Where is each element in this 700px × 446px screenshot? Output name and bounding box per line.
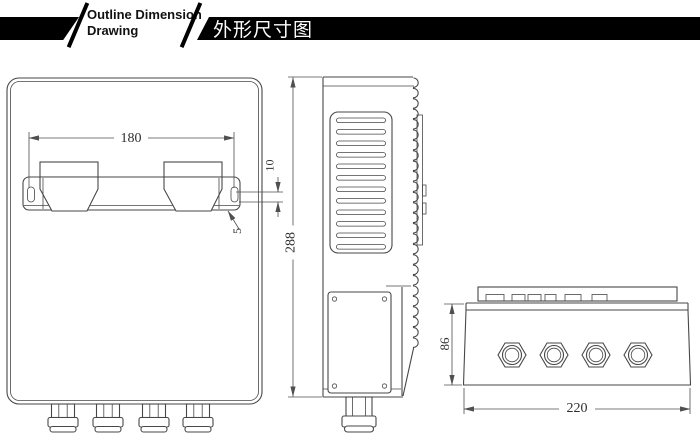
pole-clamp-right xyxy=(163,161,223,212)
header-title-en-line1: Outline Dimension xyxy=(87,7,202,22)
header-title-zh-bar: 外形尺寸图 xyxy=(197,17,700,40)
hinge-scalloped-edge xyxy=(402,77,419,397)
mounting-slot-left xyxy=(27,186,35,203)
pole-clamp-left xyxy=(39,161,99,212)
mounting-slot-right xyxy=(230,186,239,203)
cable-glands-front xyxy=(47,403,214,433)
dim-label-body-width: 220 xyxy=(559,401,595,416)
front-view xyxy=(6,77,263,433)
bottom-view xyxy=(462,286,692,386)
cable-glands-bottom xyxy=(497,342,653,368)
cable-gland-side xyxy=(341,396,377,433)
screw-plate xyxy=(327,291,392,394)
screw-icon xyxy=(331,383,338,389)
dim-label-hole-height: 10 xyxy=(262,159,277,171)
hinge-knuckles xyxy=(485,294,608,302)
header-title-zh: 外形尺寸图 xyxy=(213,19,314,41)
header-title-en-line2: Drawing xyxy=(87,23,139,38)
louver-vent-panel xyxy=(329,111,393,254)
dim-label-body-depth: 86 xyxy=(437,337,452,351)
header-left-bar xyxy=(0,17,79,40)
dim-label-bracket-hole-spacing: 180 xyxy=(114,130,148,146)
side-view xyxy=(322,76,427,433)
dim-label-body-height: 288 xyxy=(283,225,299,259)
screw-icon xyxy=(331,296,338,302)
header-title-en: Outline Dimension Drawing xyxy=(87,7,207,39)
dim-label-bracket-thickness: 5 xyxy=(230,228,244,234)
hinge-strip xyxy=(416,114,423,246)
enclosure-bottom-face xyxy=(462,309,692,386)
screw-icon xyxy=(381,383,388,389)
back-plate-edge xyxy=(477,286,678,302)
screw-icon xyxy=(381,296,388,302)
